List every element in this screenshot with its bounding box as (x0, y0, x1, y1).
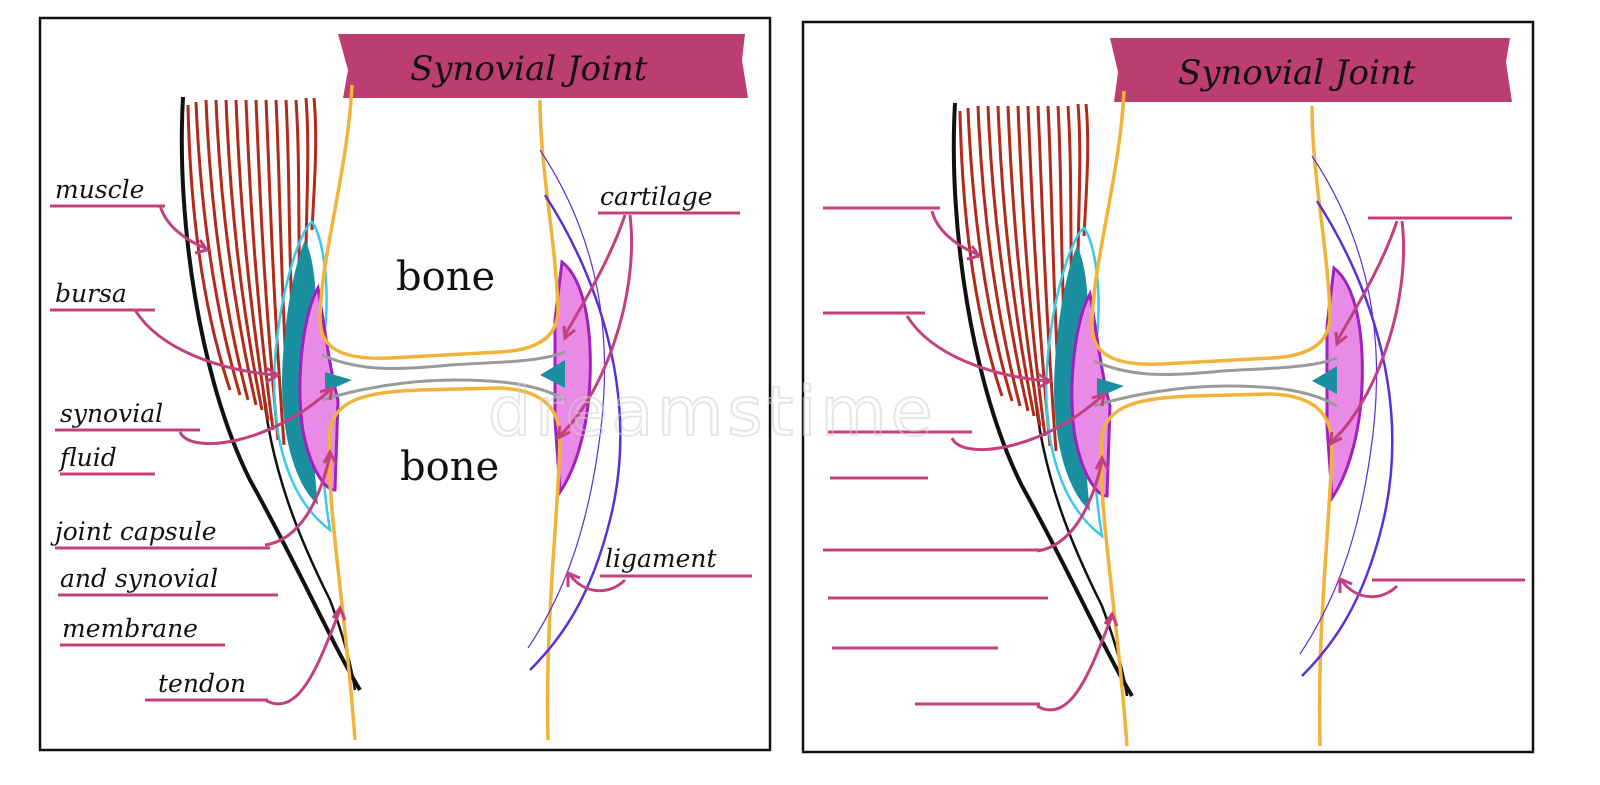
label-cartilage: cartilage (600, 182, 713, 211)
label-joint-capsule: joint capsule (50, 517, 217, 546)
bone-bottom-label: bone (400, 444, 499, 490)
label-and-synovial: and synovial (60, 564, 218, 593)
title-band-right (1110, 38, 1512, 102)
label-synovial: synovial (60, 399, 163, 428)
label-bursa: bursa (55, 279, 127, 308)
title-left: Synovial Joint (410, 49, 648, 89)
title-right: Synovial Joint (1178, 53, 1416, 93)
label-fluid: fluid (58, 443, 117, 472)
bone-top-label: bone (396, 254, 495, 300)
watermark: dreamstime (488, 373, 936, 452)
left-panel: Synovial Joint bone bone muscle bursa sy… (38, 16, 772, 752)
right-panel-frame (801, 20, 1535, 754)
title-band-left (338, 34, 748, 98)
blank-label-lines (823, 206, 1525, 706)
label-ligament: ligament (605, 544, 718, 573)
right-panel: Synovial Joint (801, 20, 1535, 754)
label-tendon: tendon (158, 669, 246, 698)
label-muscle: muscle (55, 175, 144, 204)
label-membrane: membrane (62, 614, 198, 643)
